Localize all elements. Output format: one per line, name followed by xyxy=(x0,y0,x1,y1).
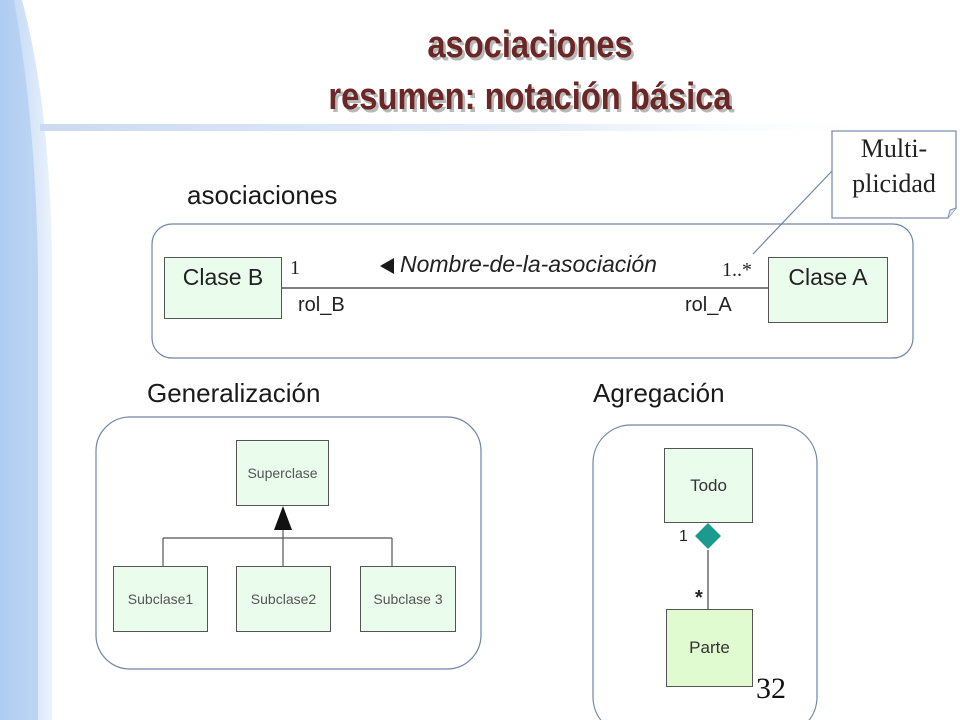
aggregation-frame xyxy=(592,424,818,720)
class-b-box: Clase B xyxy=(164,257,282,319)
multiplicity-a: 1..* xyxy=(722,259,752,281)
direction-arrow-icon xyxy=(380,258,394,274)
part-label: Parte xyxy=(689,638,730,657)
superclass-box: Superclase xyxy=(236,440,329,506)
multiplicity-callout: Multi- plicidad xyxy=(832,131,956,219)
class-a-box: Clase A xyxy=(768,257,888,323)
part-box: Parte xyxy=(666,609,753,687)
association-name: Nombre-de-la-asociación xyxy=(400,251,657,277)
whole-box: Todo xyxy=(664,448,753,523)
class-b-label: Clase B xyxy=(182,264,264,290)
title-line-1: asociaciones xyxy=(427,24,633,66)
title-underline xyxy=(40,124,900,131)
aggregation-section-label: Agregación xyxy=(593,378,725,408)
multiplicity-whole: 1 xyxy=(679,528,688,545)
whole-label: Todo xyxy=(690,475,727,495)
subclass-box: Subclase1 xyxy=(113,566,208,632)
subclass-label: Subclase 3 xyxy=(373,591,443,607)
subclass-box: Subclase 3 xyxy=(360,566,456,632)
subclass-label: Subclase1 xyxy=(127,591,194,607)
multiplicity-part: * xyxy=(695,587,703,609)
page-number: 32 xyxy=(756,672,786,705)
inheritance-triangle-icon xyxy=(274,506,292,530)
class-a-label: Clase A xyxy=(788,264,868,290)
callout-line-2: plicidad xyxy=(852,169,936,198)
generalization-section-label: Generalización xyxy=(147,378,321,408)
callout-pointer xyxy=(752,170,833,255)
callout-line-1: Multi- xyxy=(860,134,928,163)
role-b: rol_B xyxy=(298,294,345,316)
generalization-frame xyxy=(95,416,482,670)
association-section-label: asociaciones xyxy=(187,180,338,210)
title-line-2: resumen: notación básica xyxy=(328,76,732,118)
role-a: rol_A xyxy=(685,294,732,316)
superclass-label: Superclase xyxy=(247,465,318,481)
aggregation-diamond-icon xyxy=(695,523,721,549)
subclass-label: Subclase2 xyxy=(250,591,317,607)
multiplicity-b: 1 xyxy=(290,257,300,279)
association-frame xyxy=(151,223,914,359)
subclass-box: Subclase2 xyxy=(236,566,331,632)
